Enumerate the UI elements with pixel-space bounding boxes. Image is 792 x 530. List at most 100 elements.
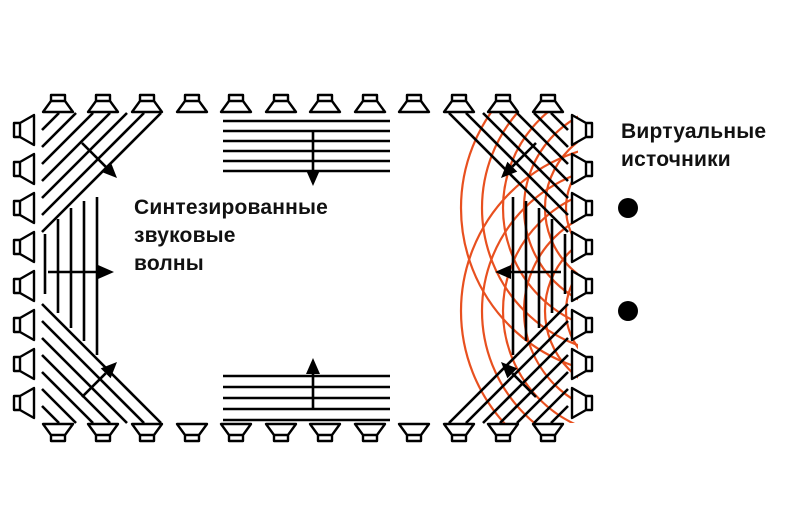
wavefront-line [41,112,77,148]
wavefront-line [465,112,569,216]
wave-direction-arrow-shaft [81,372,107,398]
wavefront-line [41,112,162,233]
wavefront-line [533,112,569,148]
virtual-source-dot [618,301,638,321]
wavefront-line [41,405,60,424]
wave-direction-arrowhead [495,265,511,279]
wave-direction-arrow-shaft [511,372,537,398]
wavefront-line [41,354,111,424]
wavefront-line [482,112,569,199]
wave-direction-arrow-shaft [511,142,537,168]
wave-direction-arrowhead [100,362,117,379]
wavefront-line [482,337,569,424]
wavefront-line [41,112,111,182]
speaker-icon [86,93,120,114]
speaker-icon [130,422,164,443]
wave-direction-arrowhead [306,170,320,186]
speaker-icon [130,93,164,114]
speaker-icon [308,93,342,114]
wavefront-set-left-vertical [43,197,114,355]
speaker-icon [41,93,75,114]
speaker-icon [175,93,209,114]
speaker-icon [570,386,594,420]
wavefront-set-bottom-right-diagonal [448,303,569,424]
wavefront-line [550,112,569,131]
wavefront-arc [501,113,578,324]
speaker-icon [41,422,75,443]
wavefront-set-bottom-horizontal [223,358,390,422]
speaker-icon [397,422,431,443]
wavefront-line [41,112,60,131]
wavefront-line [41,112,128,199]
speaker-icon [570,269,594,303]
speaker-icon [12,308,36,342]
speaker-icon [12,230,36,264]
synthesized-waves-label: Синтезированные звуковые волны [134,196,329,275]
speaker-icon [219,93,253,114]
speaker-icon [219,422,253,443]
wavefront-line [516,112,569,165]
speaker-icon [570,191,594,225]
speaker-icon [308,422,342,443]
wave-direction-arrowhead [501,161,518,178]
speaker-icon [12,269,36,303]
speaker-icon [86,422,120,443]
speaker-icon [486,422,520,443]
speaker-icon [12,152,36,186]
wavefront-arc [543,243,578,379]
speaker-icon [264,422,298,443]
wave-direction-arrowhead [98,265,114,279]
wavefront-set-right-vertical [495,197,567,355]
wavefront-arc [459,113,578,369]
wavefront-arc [564,169,578,247]
wavefront-arc [459,150,578,423]
speaker-icon [12,191,36,225]
wavefront-line [516,371,569,424]
wavefront-line [533,388,569,424]
speaker-icon [353,422,387,443]
wavefront-line [41,337,128,424]
speaker-array [12,93,638,443]
speaker-icon [442,93,476,114]
wavefront-line [499,112,569,182]
wavefront-set-top-horizontal [223,119,390,186]
speaker-icon [570,152,594,186]
wavefront-line [550,405,569,424]
wavefront-arc [480,113,578,347]
wavefront-arc [564,272,578,350]
wave-direction-arrow-shaft [81,142,107,168]
wavefront-set-top-left-diagonal [41,112,162,233]
wavefront-line [41,388,77,424]
speaker-icon [353,93,387,114]
wavefront-line [41,371,94,424]
wavefront-line [41,303,162,424]
speaker-icon [531,93,565,114]
wave-direction-arrowhead [100,161,117,178]
wavefront-line [448,303,569,424]
speaker-icon [570,113,594,147]
speaker-icon [397,93,431,114]
wavefront-line [465,320,569,424]
wavefront-line [41,320,145,424]
wavefront-line [41,112,145,216]
speaker-icon [442,422,476,443]
wave-direction-arrowhead [306,358,320,374]
speaker-icon [531,422,565,443]
wavefront-arc [522,218,578,404]
speaker-icon [570,230,594,264]
wavefront-set-bottom-left-diagonal [41,303,162,424]
wavefront-arc [480,172,578,423]
virtual-source-dot [618,198,638,218]
wave-direction-arrowhead [501,362,518,379]
virtual-sources-label: Виртуальные источники [621,120,767,171]
speaker-icon [175,422,209,443]
wavefront-arc [501,195,578,423]
speaker-icon [570,347,594,381]
speaker-icon [12,113,36,147]
wavefront-line [41,112,94,165]
speaker-icon [12,386,36,420]
wavefront-set-top-right-diagonal [448,112,569,233]
speaker-icon [486,93,520,114]
